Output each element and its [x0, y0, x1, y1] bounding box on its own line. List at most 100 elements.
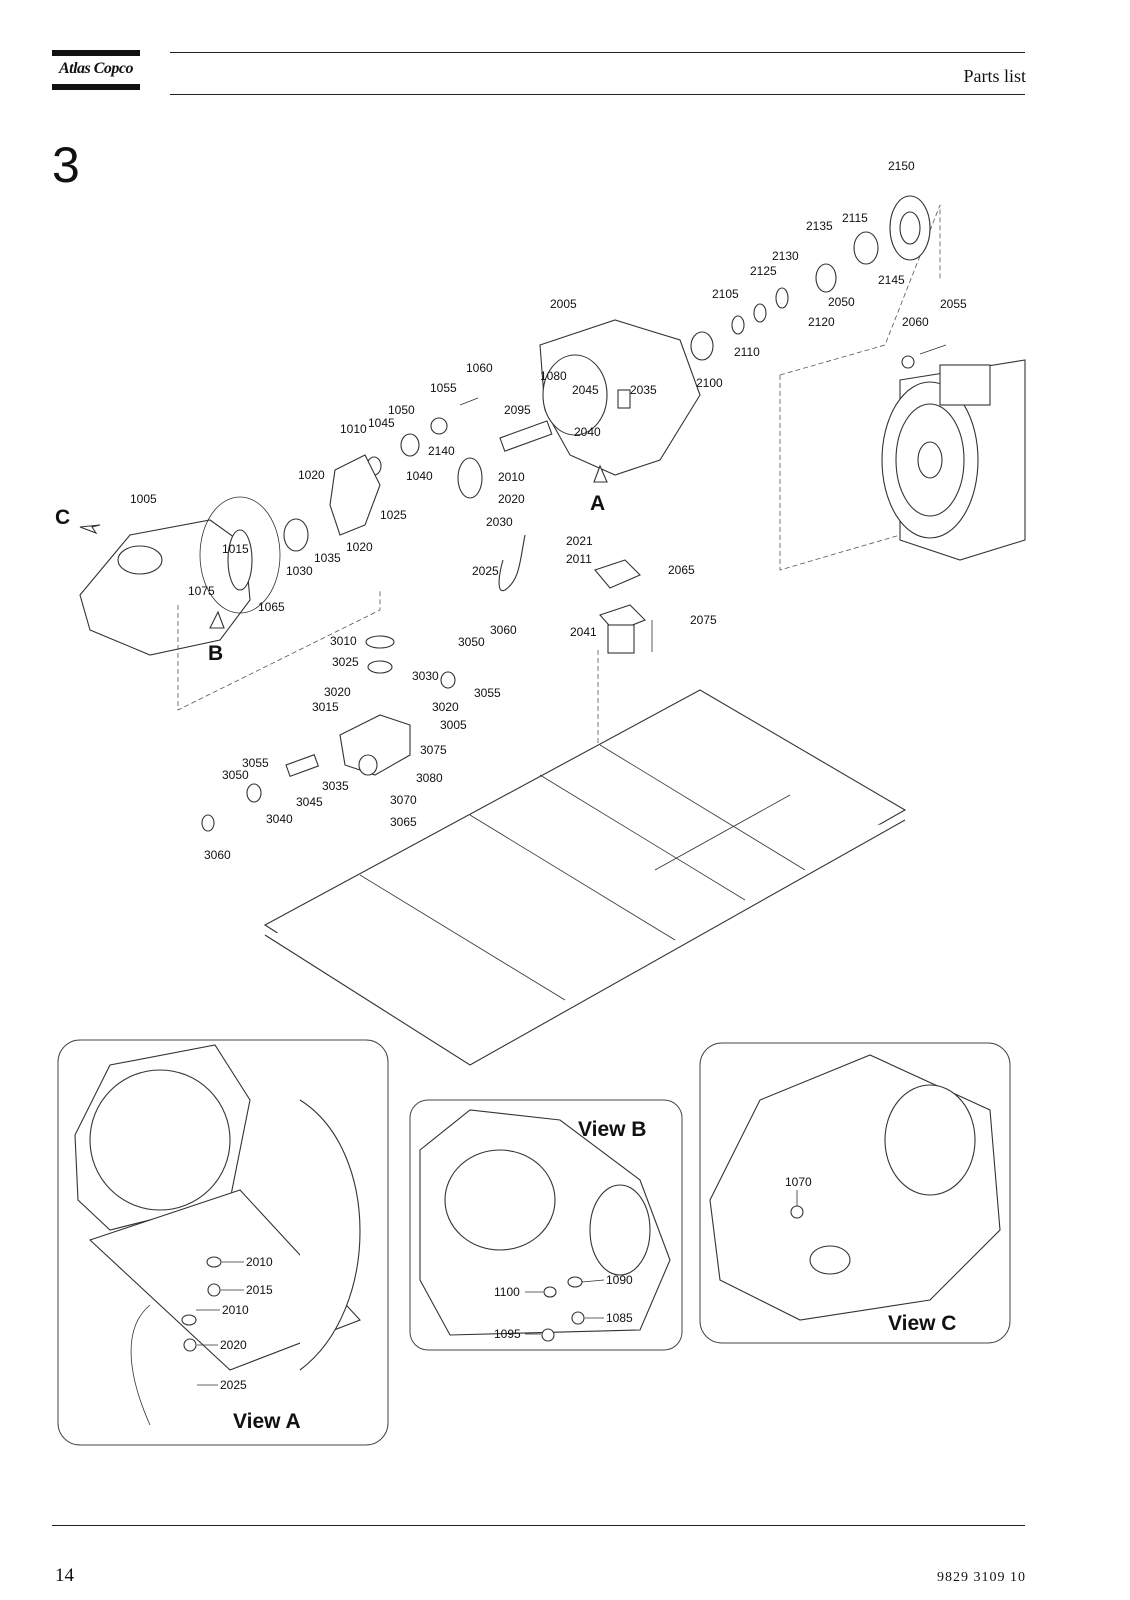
part-label-1080: 1080 — [540, 369, 567, 383]
gear-shaft — [329, 397, 553, 536]
part-label-1025: 1025 — [380, 508, 407, 522]
part-label-2050: 2050 — [828, 295, 855, 309]
view-b-panel: 1090 1100 1085 1095 View B — [409, 1099, 683, 1351]
part-label-1050: 1050 — [388, 403, 415, 417]
arrow-b — [209, 610, 225, 629]
view-a-label-2010: 2010 — [246, 1255, 273, 1269]
view-letter-a: A — [590, 492, 605, 515]
part-label-2010: 2010 — [498, 470, 525, 484]
part-label-2045: 2045 — [572, 383, 599, 397]
part-label-1020: 1020 — [298, 468, 325, 482]
hose-2025 — [498, 534, 526, 592]
view-b-label-1100: 1100 — [494, 1285, 520, 1299]
motor-dash-outline — [779, 204, 941, 376]
mount-parts — [594, 559, 653, 654]
part-label-3060: 3060 — [204, 848, 231, 862]
view-a-label-2020: 2020 — [220, 1338, 247, 1352]
view-b-title: View B — [578, 1118, 646, 1141]
part-label-2040: 2040 — [574, 425, 601, 439]
part-label-1075: 1075 — [188, 584, 215, 598]
part-label-3025: 3025 — [332, 655, 359, 669]
part-label-1030: 1030 — [286, 564, 313, 578]
part-label-2025: 2025 — [472, 564, 499, 578]
part-label-2005: 2005 — [550, 297, 577, 311]
part-label-2130: 2130 — [772, 249, 799, 263]
part-label-2105: 2105 — [712, 287, 739, 301]
part-label-2145: 2145 — [878, 273, 905, 287]
arrow-c — [79, 524, 101, 535]
part-label-1040: 1040 — [406, 469, 433, 483]
view-a-label-2025: 2025 — [220, 1378, 247, 1392]
part-label-3075: 3075 — [420, 743, 447, 757]
part-label-1010: 1010 — [340, 422, 367, 436]
part-label-1055: 1055 — [430, 381, 457, 395]
part-label-3055: 3055 — [474, 686, 501, 700]
part-label-3055: 3055 — [242, 756, 269, 770]
view-c-panel: 1070 View C — [699, 1042, 1011, 1344]
part-label-2095: 2095 — [504, 403, 531, 417]
motor-drawing — [881, 359, 1026, 561]
part-number-labels: 2150213521152130212521452105205021202055… — [130, 159, 967, 862]
part-label-1015: 1015 — [222, 542, 249, 556]
part-label-2065: 2065 — [668, 563, 695, 577]
view-b-label-1090: 1090 — [606, 1273, 633, 1287]
part-label-2041: 2041 — [570, 625, 597, 639]
part-label-2135: 2135 — [806, 219, 833, 233]
base-frame — [263, 689, 907, 1066]
part-label-2011: 2011 — [566, 552, 592, 566]
motor-dash-outline-lower — [779, 375, 901, 571]
part-label-2055: 2055 — [940, 297, 967, 311]
view-letter-c: C — [55, 506, 70, 529]
part-label-2110: 2110 — [734, 345, 760, 359]
part-label-3015: 3015 — [312, 700, 339, 714]
element-dash-outline — [177, 590, 381, 711]
view-a-label-2015: 2015 — [246, 1283, 273, 1297]
coupling-parts — [690, 195, 947, 369]
part-label-3050: 3050 — [222, 768, 249, 782]
part-label-3030: 3030 — [412, 669, 439, 683]
header-title: Parts list — [963, 66, 1026, 86]
part-label-3005: 3005 — [440, 718, 467, 732]
part-label-3050: 3050 — [458, 635, 485, 649]
document-number: 9829 3109 10 — [937, 1570, 1026, 1585]
view-letter-b: B — [208, 642, 223, 665]
header-top-rule — [170, 52, 1025, 53]
part-label-2021: 2021 — [566, 534, 593, 548]
view-a-title: View A — [233, 1410, 301, 1433]
part-label-2035: 2035 — [630, 383, 657, 397]
part-label-3020: 3020 — [324, 685, 351, 699]
part-label-2150: 2150 — [888, 159, 915, 173]
view-a-panel: 2010 2015 2010 2020 2025 View A — [57, 1039, 389, 1446]
part-label-3040: 3040 — [266, 812, 293, 826]
view-c-label-1070: 1070 — [785, 1175, 812, 1189]
part-label-2030: 2030 — [486, 515, 513, 529]
view-a-label-2010b: 2010 — [222, 1303, 249, 1317]
part-label-3045: 3045 — [296, 795, 323, 809]
part-label-3060: 3060 — [490, 623, 517, 637]
brand-wordmark: Atlas Copco — [58, 60, 134, 77]
atlas-copco-logo: Atlas Copco — [52, 48, 140, 92]
gear-casing — [539, 319, 701, 476]
part-label-2120: 2120 — [808, 315, 835, 329]
compressor-element — [79, 496, 309, 656]
part-label-2020: 2020 — [498, 492, 525, 506]
part-label-1005: 1005 — [130, 492, 157, 506]
part-label-3035: 3035 — [322, 779, 349, 793]
part-label-1020: 1020 — [346, 540, 373, 554]
valve-assembly — [201, 635, 456, 832]
part-label-2125: 2125 — [750, 264, 777, 278]
footer-rule — [52, 1525, 1025, 1526]
part-label-3020: 3020 — [432, 700, 459, 714]
part-label-2060: 2060 — [902, 315, 929, 329]
arrow-a — [593, 464, 608, 483]
part-label-1035: 1035 — [314, 551, 341, 565]
part-label-3080: 3080 — [416, 771, 443, 785]
part-label-1045: 1045 — [368, 416, 395, 430]
header-bottom-rule — [170, 94, 1025, 95]
part-label-2140: 2140 — [428, 444, 455, 458]
part-label-3070: 3070 — [390, 793, 417, 807]
part-label-3065: 3065 — [390, 815, 417, 829]
part-label-1060: 1060 — [466, 361, 493, 375]
part-label-3010: 3010 — [330, 634, 357, 648]
